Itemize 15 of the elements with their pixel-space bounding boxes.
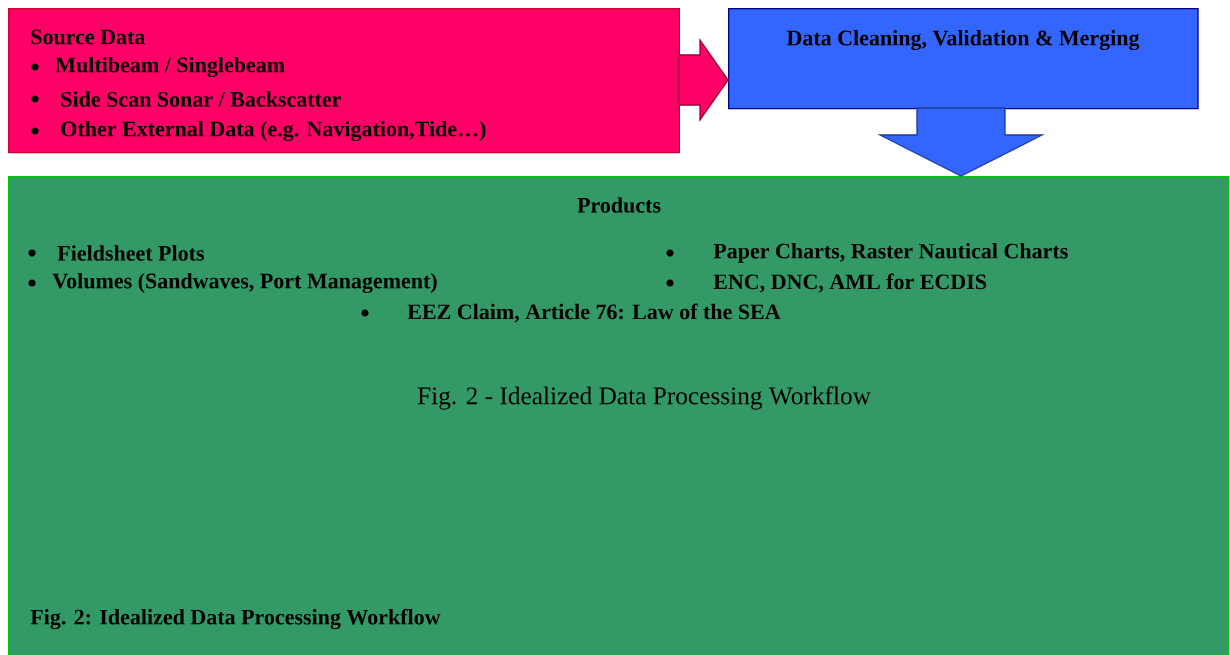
box-heading: Products	[577, 197, 661, 213]
list-item: EEZ Claim, Article 76: Law of the SEA	[407, 303, 781, 323]
box-heading: Source Data	[31, 29, 145, 45]
list-item: Other External Data (e.g. Navigation,Tide…)	[61, 120, 486, 142]
list-item: ENC, DNC, AML for ECDIS	[713, 273, 987, 293]
block-arrow	[678, 37, 729, 123]
block-arrow	[877, 107, 1045, 177]
list-item: Fieldsheet Plots	[57, 245, 204, 261]
list-item: Side Scan Sonar / Backscatter	[61, 91, 341, 107]
box-heading: Data Cleaning, Validation & Merging	[786, 29, 1140, 51]
list-item: Volumes (Sandwaves, Port Management)	[52, 272, 437, 294]
figure-caption: Fig. 2 - Idealized Data Processing Workflow	[417, 386, 871, 410]
list-item: Multibeam / Singlebeam	[55, 56, 285, 78]
figure-caption: Fig. 2: Idealized Data Processing Workflow	[30, 608, 441, 630]
list-item: Paper Charts, Raster Nautical Charts	[713, 243, 1068, 263]
